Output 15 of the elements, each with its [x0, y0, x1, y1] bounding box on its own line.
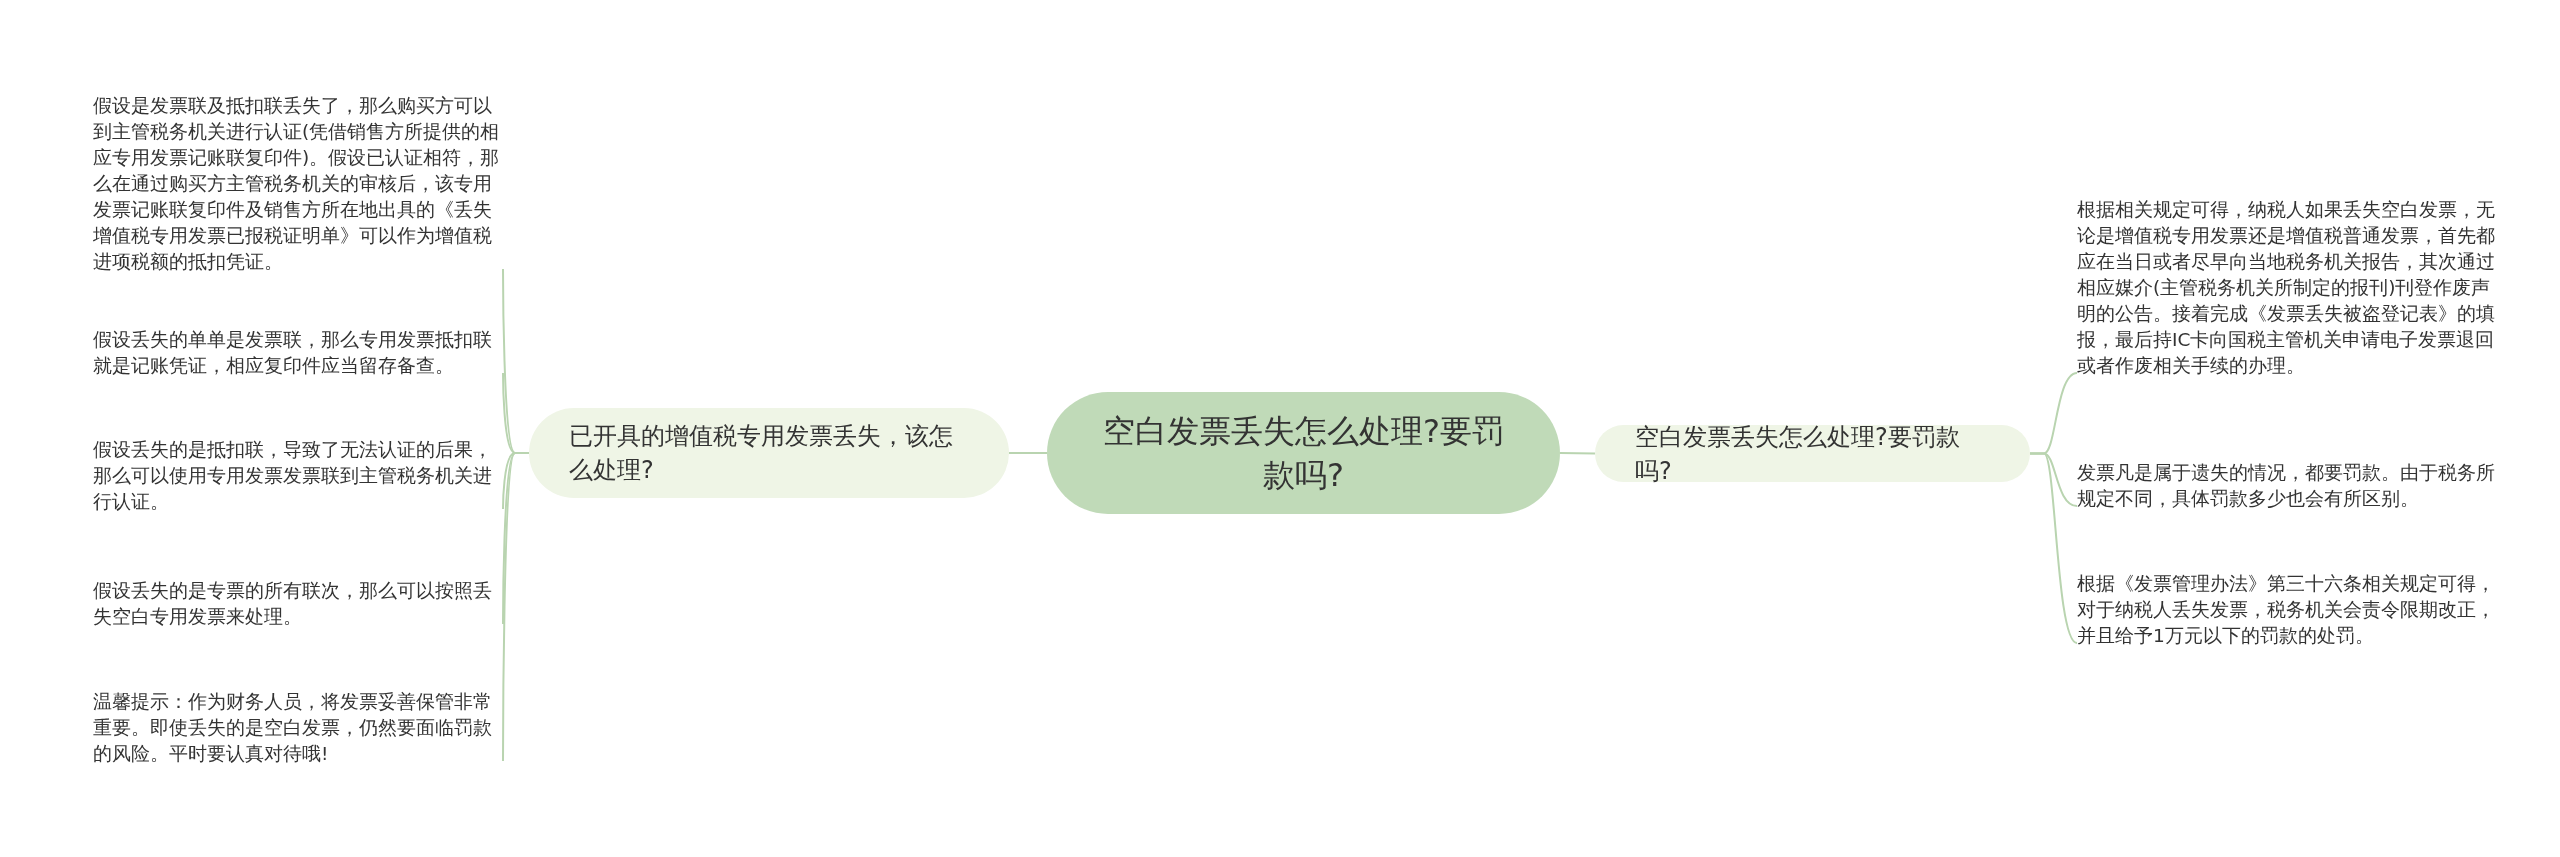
note-text: 假设丢失的单单是发票联，那么专用发票抵扣联就是记账凭证，相应复印件应当留存备查。	[93, 327, 503, 379]
note-text: 根据相关规定可得，纳税人如果丢失空白发票，无论是增值税专用发票还是增值税普通发票，首先都应在当日或者尽早向当地税务机关报告，其次通过相应媒介(主管税务机关所制定的报刊)刊登作废声明的公告。接着完成《发票丢失被盗登记表》的填报，最后持IC卡向国税主管机关申请电子发票退回或者作废相关手续的办理。	[2077, 197, 2497, 379]
note-text: 根据《发票管理办法》第三十六条相关规定可得，对于纳税人丢失发票，税务机关会责令限期改正，并且给予1万元以下的罚款的处罚。	[2077, 571, 2497, 649]
note-text: 假设是发票联及抵扣联丢失了，那么购买方可以到主管税务机关进行认证(凭借销售方所提供的相应专用发票记账联复印件)。假设已认证相符，那么在通过购买方主管税务机关的审核后，该专用发票记账联复印件及销售方所在地出具的《丢失增值税专用发票已报税证明单》可以作为增值税进项税额的抵扣凭证。	[93, 93, 503, 275]
topic-box: 空白发票丢失怎么处理?要罚款吗?	[1595, 425, 2030, 482]
note-text: 温馨提示：作为财务人员，将发票妥善保管非常重要。即使丢失的是空白发票，仍然要面临罚款的风险。平时要认真对待哦!	[93, 689, 503, 767]
root-topic: 空白发票丢失怎么处理?要罚款吗?	[1047, 392, 1560, 514]
connector-line	[2029, 452, 2078, 644]
connector-line	[1008, 452, 1048, 454]
connector-line	[502, 452, 530, 762]
topic-box: 已开具的增值税专用发票丢失，该怎么处理?	[529, 408, 1009, 498]
note-text: 假设丢失的是专票的所有联次，那么可以按照丢失空白专用发票来处理。	[93, 578, 503, 630]
note-text: 假设丢失的是抵扣联，导致了无法认证的后果，那么可以使用专用发票发票联到主管税务机关进行认证。	[93, 437, 503, 515]
connector-line	[1559, 452, 1596, 455]
note-text: 发票凡是属于遗失的情况，都要罚款。由于税务所规定不同，具体罚款多少也会有所区别。	[2077, 460, 2497, 512]
